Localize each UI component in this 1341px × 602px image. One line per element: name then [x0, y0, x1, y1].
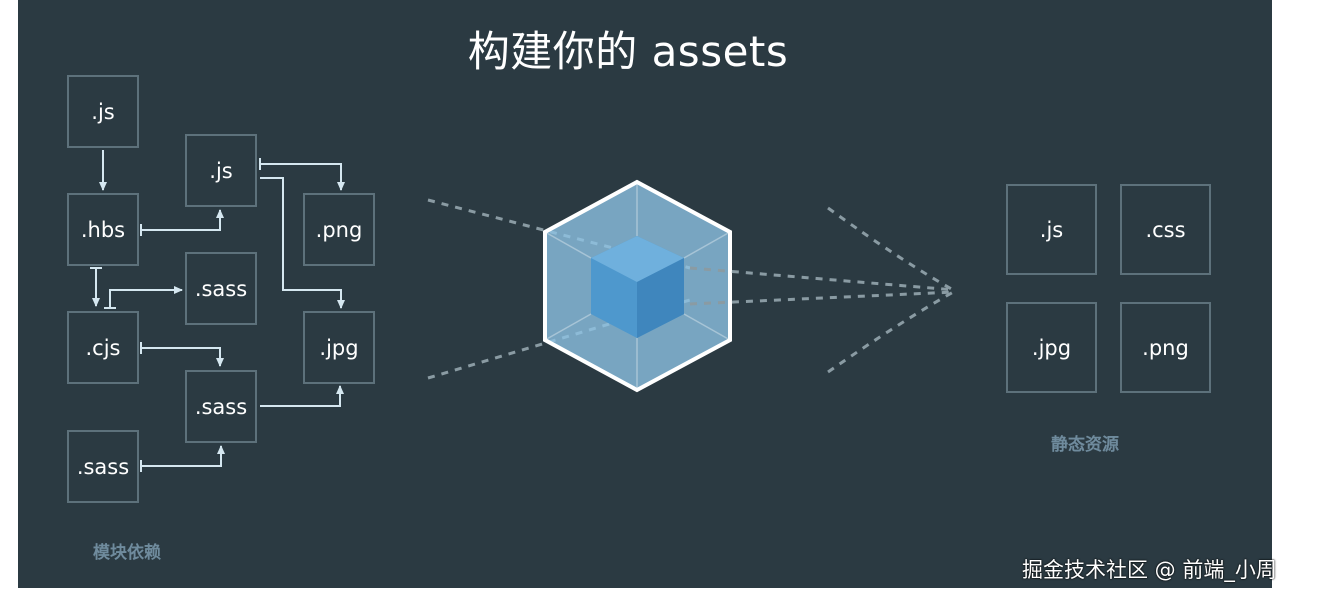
page-title: 构建你的 assets	[467, 27, 789, 76]
module-box-jpg: .jpg	[303, 311, 375, 384]
arrow-sass-b-to-jpg	[260, 385, 344, 407]
arrow-cjs-to-sass-b	[141, 347, 224, 367]
module-box-sass-a: .sass	[185, 252, 257, 325]
dashed-arrow-head-top	[827, 206, 956, 293]
dashed-out-upper	[689, 266, 956, 292]
webpack-cube-icon	[543, 179, 732, 393]
modules-caption: 模块依赖	[93, 543, 161, 563]
module-box-sass-b: .sass	[185, 370, 257, 443]
arrow-js-to-jpg	[260, 177, 345, 309]
asset-box-js: .js	[1006, 184, 1097, 275]
module-box-png: .png	[303, 193, 375, 266]
arrow-js-to-png	[260, 163, 345, 191]
arrow-cjs-to-sass	[109, 286, 183, 308]
dashed-arrow-head-bottom	[827, 289, 956, 374]
assets-caption: 静态资源	[1051, 435, 1119, 455]
module-box-js-b: .js	[185, 134, 257, 207]
watermark: 掘金技术社区 @ 前端_小周	[1022, 558, 1277, 582]
module-box-js: .js	[67, 75, 139, 148]
module-box-hbs: .hbs	[67, 193, 139, 266]
dashed-out-lower	[689, 290, 956, 306]
asset-box-css: .css	[1120, 184, 1211, 275]
arrow-hbs-to-js	[141, 209, 224, 231]
asset-box-jpg: .jpg	[1006, 302, 1097, 393]
arrow-sass-c-to-sass-b	[141, 445, 225, 467]
asset-box-png: .png	[1120, 302, 1211, 393]
module-box-sass-c: .sass	[67, 430, 139, 503]
module-box-cjs: .cjs	[67, 311, 139, 384]
